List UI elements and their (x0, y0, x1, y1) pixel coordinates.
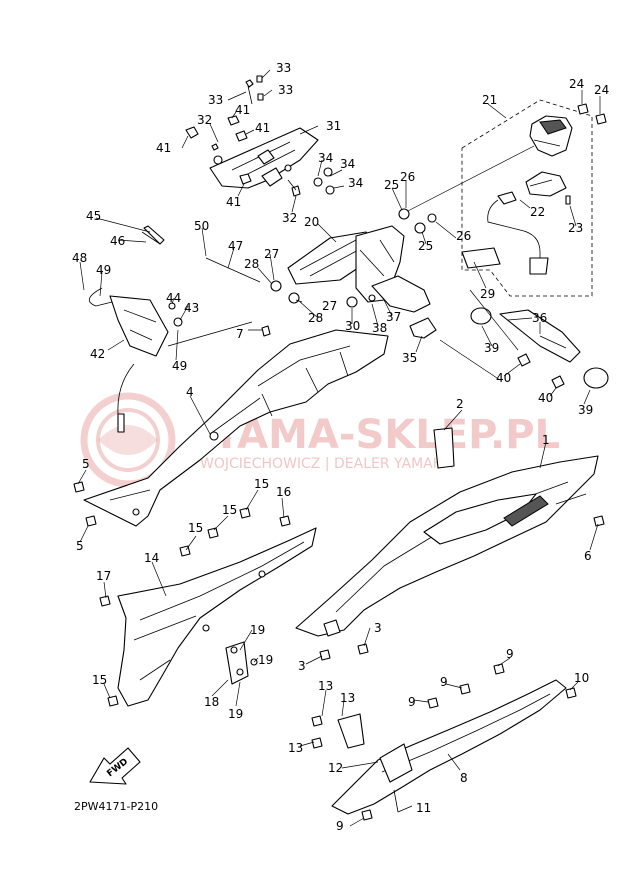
callout-25: 25 (384, 178, 399, 192)
watermark: YAMA-SKLEP.PL WOJCIECHOWICZ | DEALER YAM… (80, 392, 560, 488)
callout-33: 33 (208, 93, 223, 107)
callout-48: 48 (72, 251, 87, 265)
callout-19: 19 (228, 707, 243, 721)
callout-15: 15 (188, 521, 203, 535)
callout-28: 28 (308, 311, 323, 325)
callout-27: 27 (322, 299, 337, 313)
callout-15: 15 (254, 477, 269, 491)
callout-2: 2 (456, 397, 464, 411)
side-cover-left (83, 329, 389, 527)
grab-bracket-assembly (185, 75, 319, 197)
callout-18: 18 (204, 695, 219, 709)
callout-11: 11 (416, 801, 431, 815)
callout-32: 32 (197, 113, 212, 127)
callout-3: 3 (374, 621, 382, 635)
callout-47: 47 (228, 239, 243, 253)
callout-9: 9 (408, 695, 416, 709)
callout-26: 26 (456, 229, 471, 243)
callout-17: 17 (96, 569, 111, 583)
screws (73, 481, 605, 821)
callout-31: 31 (326, 119, 341, 133)
callout-1: 1 (542, 433, 550, 447)
callout-4: 4 (186, 385, 194, 399)
callout-34: 34 (340, 157, 355, 171)
callout-44: 44 (166, 291, 181, 305)
callout-9: 9 (506, 647, 514, 661)
callout-5: 5 (82, 457, 90, 471)
callout-15: 15 (92, 673, 107, 687)
callout-50: 50 (194, 219, 209, 233)
callout-25: 25 (418, 239, 433, 253)
callout-24: 24 (594, 83, 609, 97)
callout-33: 33 (278, 83, 293, 97)
fwd-arrow-icon: FWD (89, 747, 141, 785)
callout-16: 16 (276, 485, 291, 499)
callout-49: 49 (96, 263, 111, 277)
callout-49: 49 (172, 359, 187, 373)
callout-43: 43 (184, 301, 199, 315)
callout-40: 40 (538, 391, 553, 405)
callout-15: 15 (222, 503, 237, 517)
callout-6: 6 (584, 549, 592, 563)
callout-39: 39 (484, 341, 499, 355)
callout-24: 24 (569, 77, 584, 91)
callout-29: 29 (480, 287, 495, 301)
callout-22: 22 (530, 205, 545, 219)
leader-lines (77, 69, 601, 827)
callout-19: 19 (258, 653, 273, 667)
tail-light-assembly (401, 99, 607, 297)
callout-40: 40 (496, 371, 511, 385)
callout-13: 13 (340, 691, 355, 705)
callout-33: 33 (276, 61, 291, 75)
callout-46: 46 (110, 234, 125, 248)
seat-lock-assembly (88, 225, 271, 433)
callout-14: 14 (144, 551, 159, 565)
callout-27: 27 (264, 247, 279, 261)
lower-panel-left (117, 527, 317, 707)
watermark-title: YAMA-SKLEP.PL (211, 412, 560, 458)
callout-32: 32 (282, 211, 297, 225)
callout-30: 30 (345, 319, 360, 333)
callout-numbers: 33 33 33 41 32 41 31 41 41 32 34 34 34 2… (72, 61, 609, 833)
callout-39: 39 (578, 403, 593, 417)
callout-9: 9 (336, 819, 344, 833)
callout-20: 20 (304, 215, 319, 229)
callout-9: 9 (440, 675, 448, 689)
rear-fender-assembly (270, 167, 501, 339)
reflector-assembly (439, 289, 609, 389)
callout-3: 3 (298, 659, 306, 673)
watermark-logo (80, 392, 176, 488)
callout-5: 5 (76, 539, 84, 553)
callout-12: 12 (328, 761, 343, 775)
lower-panel-right (331, 679, 567, 815)
callout-35: 35 (402, 351, 417, 365)
callout-23: 23 (568, 221, 583, 235)
callout-36: 36 (532, 311, 547, 325)
callout-42: 42 (90, 347, 105, 361)
callout-10: 10 (574, 671, 589, 685)
diagram-code: 2PW4171-P210 (74, 800, 158, 813)
callout-26: 26 (400, 170, 415, 184)
callout-34: 34 (318, 151, 333, 165)
callout-45: 45 (86, 209, 101, 223)
callout-41: 41 (156, 141, 171, 155)
callout-28: 28 (244, 257, 259, 271)
watermark-subtitle: WOJCIECHOWICZ | DEALER YAMAHA (200, 456, 453, 472)
callout-41: 41 (255, 121, 270, 135)
callout-38: 38 (372, 321, 387, 335)
side-cover-right (295, 427, 599, 637)
callout-8: 8 (460, 771, 468, 785)
callout-7: 7 (236, 327, 244, 341)
callout-37: 37 (386, 310, 401, 324)
callout-41: 41 (226, 195, 241, 209)
callout-19: 19 (250, 623, 265, 637)
callout-34: 34 (348, 176, 363, 190)
callout-41: 41 (235, 103, 250, 117)
callout-21: 21 (482, 93, 497, 107)
callout-13: 13 (318, 679, 333, 693)
callout-13: 13 (288, 741, 303, 755)
